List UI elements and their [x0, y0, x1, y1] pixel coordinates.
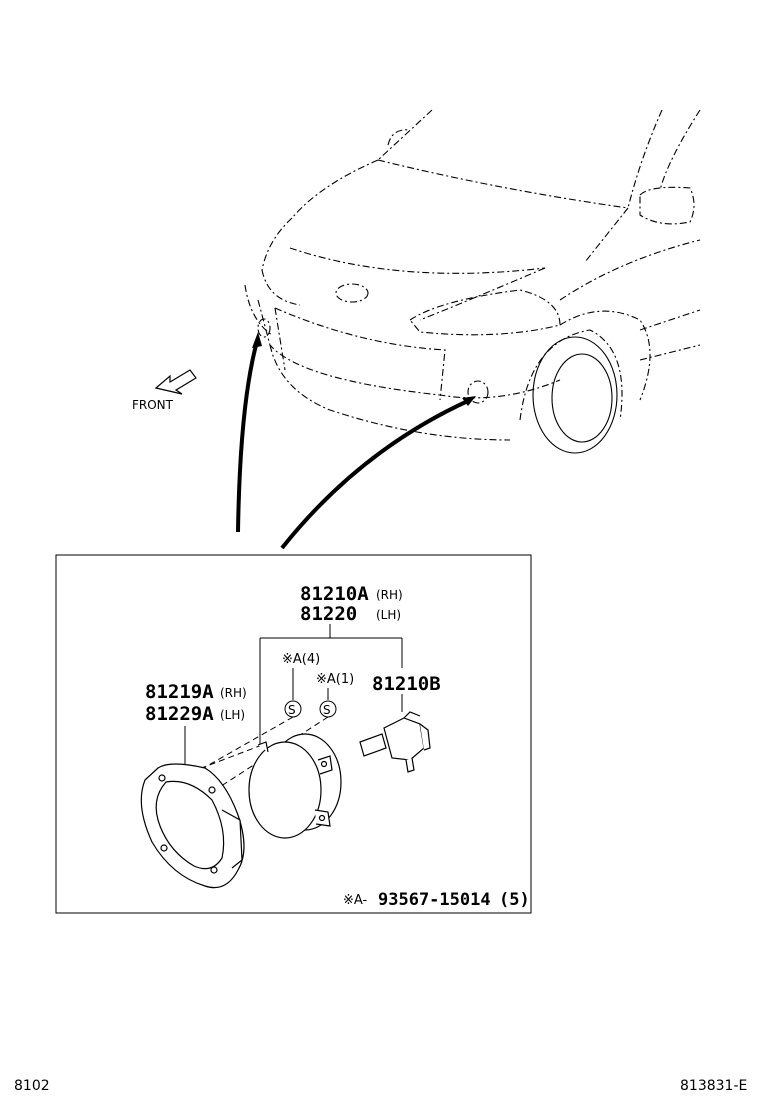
screw-leaders: [292, 668, 329, 700]
location-leaders: [236, 337, 471, 550]
part-number-81210a: 81210A: [300, 583, 369, 605]
part-number-81229a: 81229A: [145, 703, 214, 725]
screw-symbol-icon: [284, 700, 337, 718]
part-number-81210b: 81210B: [372, 673, 441, 695]
side-lh-label: (LH): [376, 608, 401, 622]
screw-symbol-1: S: [288, 703, 296, 717]
leader-arrowheads: [252, 332, 476, 406]
bracket-side-lh: (LH): [220, 708, 245, 722]
front-arrow-icon: [154, 369, 197, 395]
assembly-bracket-lines: [259, 624, 403, 745]
part-number-81220: 81220: [300, 603, 357, 625]
front-label: FRONT: [132, 398, 174, 412]
screw-ref-a4: ※A(4): [282, 652, 320, 667]
side-rh-label: (RH): [376, 588, 403, 602]
footnote-part-number: 93567-15014: [378, 890, 491, 910]
front-wheel: [532, 336, 618, 454]
part-number-81219a: 81219A: [145, 681, 214, 703]
detail-panel-frame: [55, 554, 532, 914]
footnote-qty: (5): [499, 890, 530, 910]
page-code-left: 8102: [14, 1078, 50, 1094]
footnote-prefix: ※A-: [343, 893, 368, 908]
fog-lamp-bulb: [359, 711, 431, 773]
page-code-right: 813831-E: [680, 1078, 747, 1094]
screw-ref-a1: ※A(1): [316, 672, 354, 687]
fog-lamp-bracket: [140, 763, 245, 889]
fog-lamp-unit: [248, 733, 342, 839]
screw-symbol-2: S: [323, 703, 331, 717]
car-outline: [244, 109, 701, 441]
bracket-side-rh: (RH): [220, 686, 247, 700]
